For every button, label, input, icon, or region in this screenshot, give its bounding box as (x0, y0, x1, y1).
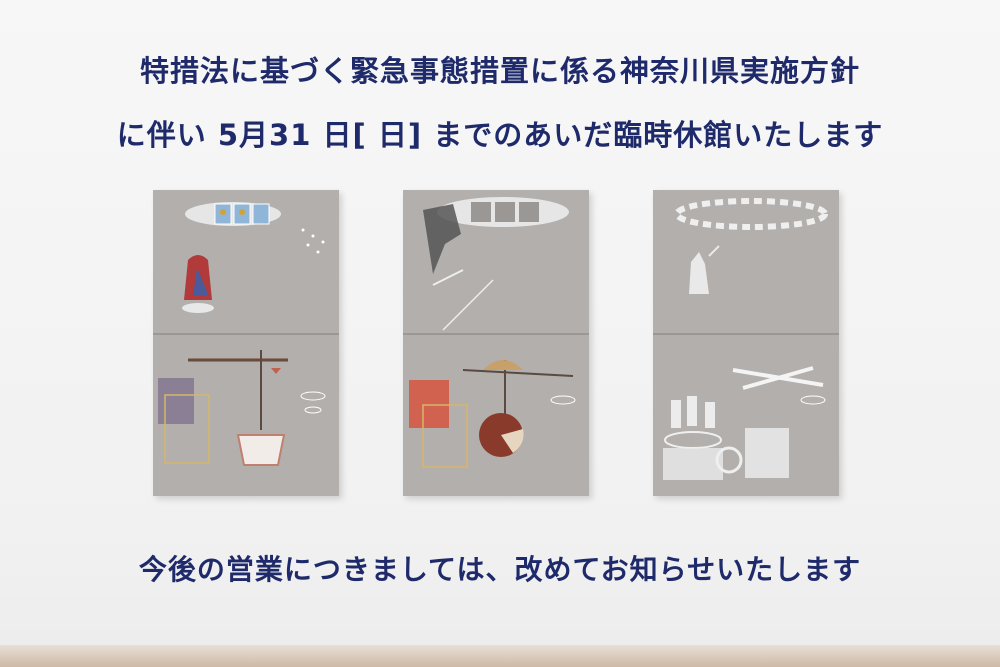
window-tile-2 (495, 202, 515, 222)
dark-sculpture (423, 204, 461, 274)
closure-notice-line-2: に伴い 5月31 日[ 日] までのあいだ臨時休館いたします (116, 118, 884, 152)
ring-shape-2 (304, 406, 322, 414)
sphere-cut (501, 429, 524, 453)
cross-beam-2 (742, 366, 814, 390)
small-cloud (182, 303, 214, 313)
artwork-panel-left (153, 190, 339, 496)
scale-weight (271, 368, 281, 374)
white-figures-group (671, 396, 715, 428)
artwork-middle-drawing (409, 197, 576, 468)
floor (0, 645, 1000, 667)
white-ring-base (664, 431, 722, 449)
icon-tile-3 (252, 203, 270, 225)
icon-halo-2 (239, 209, 245, 215)
window-tile-1 (471, 202, 491, 222)
panel-seam (653, 333, 839, 335)
white-stroke-2 (442, 279, 494, 331)
white-wheel (715, 446, 743, 474)
panel-seam (403, 333, 589, 335)
panel-seam (153, 333, 339, 335)
staff-line (708, 245, 720, 257)
balance-beam (462, 369, 574, 377)
window-tile-3 (519, 202, 539, 222)
wire-frame-box (422, 404, 468, 468)
red-figures (409, 380, 449, 428)
white-machine-right (745, 428, 789, 478)
white-figure-standing (689, 252, 709, 294)
fan-shape (483, 360, 523, 370)
ring-shape (800, 395, 826, 405)
wire-frame-box (164, 394, 210, 464)
ring-shape (550, 395, 576, 405)
artwork-panel-middle (403, 190, 589, 496)
crowd-group (158, 378, 194, 424)
cloud-outline (674, 198, 828, 230)
star-dots (301, 228, 325, 254)
icon-halo-1 (220, 209, 226, 215)
ring-shape-1 (300, 391, 326, 401)
closure-notice-line-1: 特措法に基づく緊急事態措置に係る神奈川県実施方針 (139, 54, 860, 88)
white-machine-left (663, 448, 723, 480)
white-stroke (432, 269, 464, 286)
artwork-panel-right (653, 190, 839, 496)
figure-blue (193, 268, 209, 296)
artwork-right-drawing (663, 198, 828, 480)
octagonal-base (236, 434, 286, 466)
artwork-left-drawing (158, 202, 326, 466)
closure-notice-line-3: 今後の営業につきましては、改めてお知らせいたします (138, 553, 862, 586)
